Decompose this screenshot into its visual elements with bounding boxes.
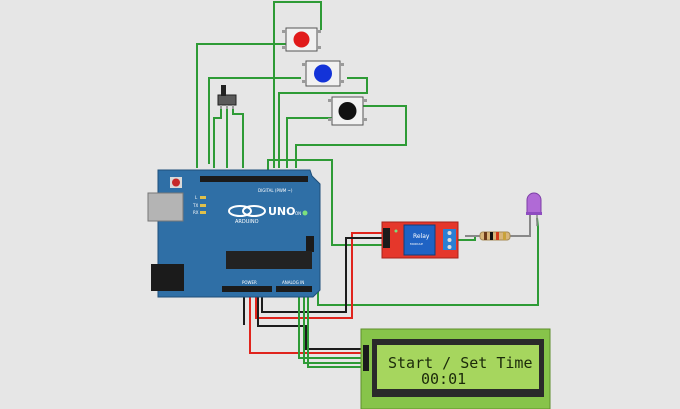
board-brand-label: ARDUINO xyxy=(235,219,259,225)
atmega-chip xyxy=(226,251,312,269)
wire-red-button[interactable] xyxy=(273,1,322,168)
reset-button[interactable] xyxy=(172,178,180,187)
tx-label: TX xyxy=(192,203,198,208)
button-cap-red[interactable] xyxy=(293,31,310,48)
power-led xyxy=(302,210,308,216)
lcd-pin-header xyxy=(363,345,369,371)
usb-port xyxy=(147,192,184,222)
resistor[interactable] xyxy=(465,214,531,241)
analog-label: ANALOG IN xyxy=(282,280,304,285)
wire-black-button-right[interactable] xyxy=(295,105,407,168)
wire-lcd-sda[interactable] xyxy=(298,292,363,359)
wire-black-button[interactable] xyxy=(286,117,332,168)
analog-header xyxy=(276,286,312,292)
relay-label: Relay xyxy=(413,233,430,240)
digital-header xyxy=(200,176,308,182)
digital-label: DIGITAL (PWM ~) xyxy=(258,188,293,193)
wire-blue-button[interactable] xyxy=(208,77,301,164)
slide-switch-knob[interactable] xyxy=(221,85,226,96)
board-model-label: UNO xyxy=(268,205,296,218)
wire-red-button-left[interactable] xyxy=(196,43,288,168)
arduino-uno-board[interactable]: UNO ARDUINO DIGITAL (PWM ~) POWER ANALOG… xyxy=(147,169,321,298)
lcd-display[interactable]: Start / Set Time 00:01 xyxy=(360,328,551,409)
push-button-black[interactable] xyxy=(328,96,367,126)
lcd-line-2: 00:01 xyxy=(421,370,466,388)
wire-relay-signal[interactable] xyxy=(267,159,383,246)
button-cap-black[interactable] xyxy=(338,102,357,120)
rx-label: RX xyxy=(193,210,199,215)
dc-power-jack xyxy=(151,264,184,291)
lcd-screen xyxy=(377,345,539,389)
led[interactable] xyxy=(526,192,542,226)
wire-blue-button-right[interactable] xyxy=(278,77,368,168)
power-wires[interactable] xyxy=(243,232,383,368)
power-header xyxy=(222,286,272,292)
wire-lcd-vcc[interactable] xyxy=(249,292,363,354)
power-label: POWER xyxy=(242,280,257,285)
wire-lcd-gnd[interactable] xyxy=(257,292,363,350)
wire-relay-out[interactable] xyxy=(458,236,476,241)
wire-lcd-scl[interactable] xyxy=(303,292,363,364)
wire-relay-vcc[interactable] xyxy=(255,232,383,319)
relay-cube xyxy=(403,224,436,256)
wire-lcd-sda-2[interactable] xyxy=(307,292,363,368)
relay-pin-header xyxy=(383,228,390,248)
lcd-line-1: Start / Set Time xyxy=(388,354,533,372)
slide-switch[interactable] xyxy=(217,85,237,109)
wire-switch-left[interactable] xyxy=(213,104,222,168)
wire-relay-gnd[interactable] xyxy=(261,237,383,313)
button-cap-blue[interactable] xyxy=(314,64,332,83)
relay-sublabel: MODULE xyxy=(410,242,423,246)
on-label: ON xyxy=(295,211,301,216)
push-button-red[interactable] xyxy=(282,27,321,52)
relay-module[interactable]: Relay MODULE xyxy=(381,221,459,259)
l-label: L xyxy=(195,195,198,200)
push-button-blue[interactable] xyxy=(302,60,344,87)
